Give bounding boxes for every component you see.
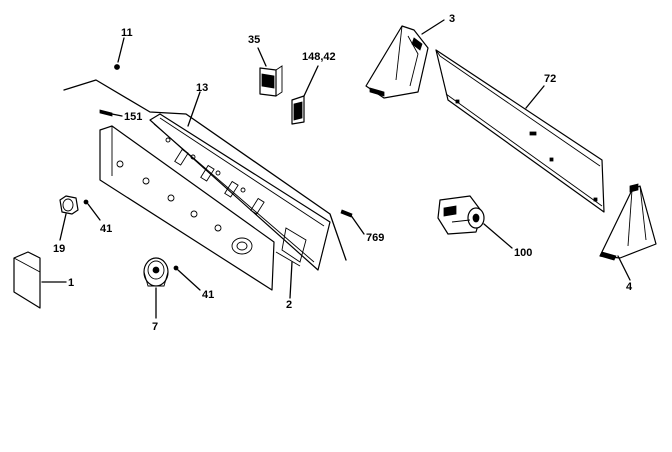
label-7: 7 [152,321,158,333]
console-boundary-line [63,79,347,261]
leader-41-lower [177,269,201,291]
part-3-end-cap [365,25,429,99]
part-13-control-panel-frame [149,113,331,271]
label-100: 100 [514,247,532,259]
label-11: 11 [121,27,133,39]
label-2: 2 [286,299,292,311]
label-3: 3 [449,13,455,25]
part-35-switch [259,65,283,97]
label-13: 13 [196,82,208,94]
part-100-timer [437,195,485,235]
leader-2 [289,261,293,299]
leader-35 [257,47,267,67]
part-72-back-panel [435,49,605,213]
leader-769 [349,213,365,235]
leader-41-upper [87,203,101,221]
leader-19 [59,213,67,241]
label-19: 19 [53,243,65,255]
leader-11 [117,37,125,63]
label-151: 151 [124,111,142,123]
part-769-screw [340,209,353,218]
part-148-42-switch [291,95,305,125]
part-2-front-panel [99,125,301,291]
label-35: 35 [248,34,260,46]
leader-4 [617,255,631,281]
part-151-screw [99,109,113,117]
leader-13 [187,91,201,127]
label-148-42: 148,42 [302,51,336,63]
part-1-card [13,251,41,309]
label-41-lower: 41 [202,289,214,301]
label-72: 72 [544,73,556,85]
leader-148-42 [303,65,319,97]
part-41-screw-lower [173,265,179,271]
leader-151 [111,113,123,117]
leader-100 [483,223,513,249]
leader-3 [421,19,445,35]
part-19-knob [59,195,79,215]
label-41-upper: 41 [100,223,112,235]
label-769: 769 [366,232,384,244]
part-11-screw [114,64,120,70]
label-4: 4 [626,281,633,293]
part-41-screw-upper [83,199,89,205]
leader-72 [525,85,545,109]
part-4-end-cap [599,183,657,261]
label-1: 1 [68,277,74,289]
part-7-knob [143,257,169,287]
